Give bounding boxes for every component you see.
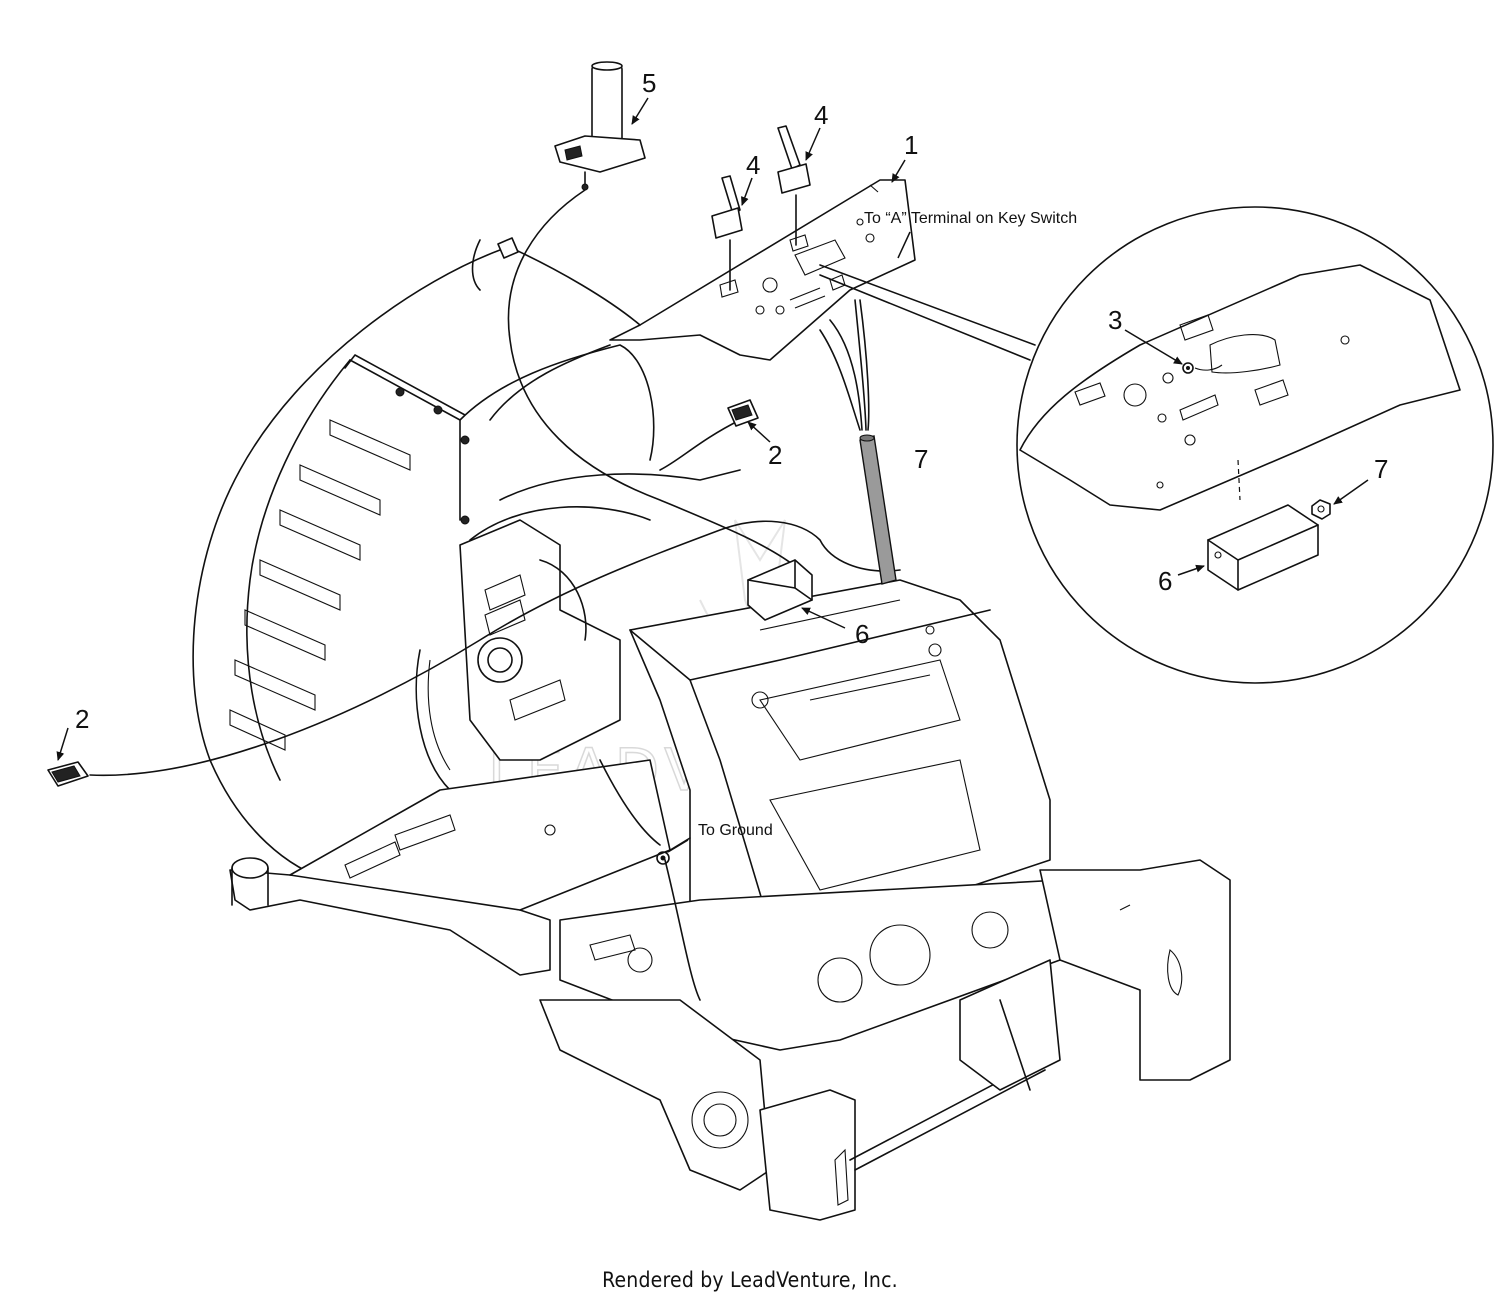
callout-7-sleeve: 7 (914, 444, 928, 474)
inner-cowl (459, 344, 741, 541)
callout-2-left: 2 (75, 704, 89, 734)
callout-4-right: 4 (814, 100, 828, 130)
callout-6-main: 6 (855, 619, 869, 649)
switch-lever-left (711, 175, 743, 291)
callout-2-center: 2 (768, 440, 782, 470)
note-key-switch: To “A” Terminal on Key Switch (864, 210, 1077, 227)
callout-6-detail: 6 (1158, 566, 1172, 596)
connector-left (47, 761, 89, 787)
connector-top (497, 237, 519, 259)
wiring-harness (89, 189, 901, 1001)
engine-fan-housing (415, 519, 621, 791)
footer-credit: Rendered by LeadVenture, Inc. (602, 1268, 898, 1292)
leader-lines (56, 97, 1369, 853)
callout-1: 1 (904, 130, 918, 160)
callout-7-detail: 7 (1374, 454, 1388, 484)
callout-5: 5 (642, 68, 656, 98)
note-ground: To Ground (698, 822, 773, 839)
callout-4-left: 4 (746, 150, 760, 180)
diode-module (747, 559, 813, 621)
seat-switch (554, 61, 646, 191)
harness-sleeve (859, 434, 897, 585)
connector-center (727, 399, 759, 427)
fender-shell (192, 239, 501, 881)
chassis-frame (229, 579, 1231, 1221)
switch-lever-right (777, 125, 811, 246)
control-panel-plate (609, 179, 916, 361)
detail-view (819, 206, 1494, 684)
callout-3: 3 (1108, 305, 1122, 335)
